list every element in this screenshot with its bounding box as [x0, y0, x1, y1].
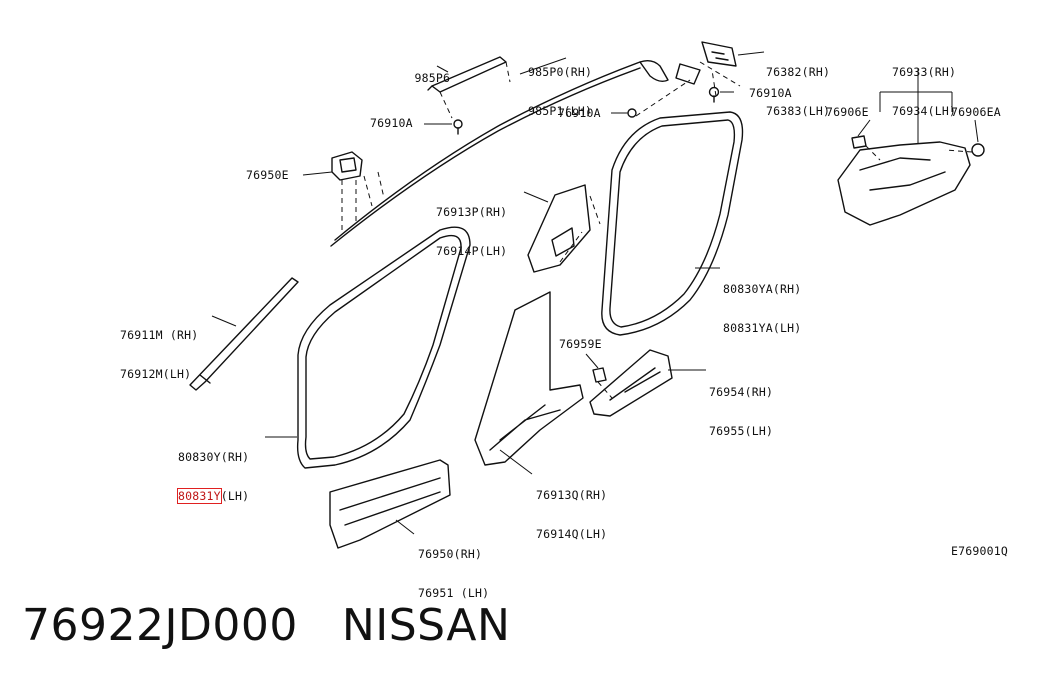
- label-76934: 76934(LH): [892, 104, 957, 118]
- label-76382-76383: 76382(RH) 76383(LH): [766, 40, 830, 144]
- clip-76959E: [592, 367, 607, 383]
- front-kick-plate: [329, 459, 451, 549]
- label-76950: 76950(RH): [418, 547, 483, 561]
- label-76382: 76382(RH): [766, 65, 831, 79]
- label-76954: 76954(RH): [709, 385, 774, 399]
- label-76910A-mid: 76910A: [558, 106, 601, 120]
- label-76910A-right: 76910A: [749, 86, 792, 100]
- label-76912M: 76912M(LH): [120, 367, 192, 381]
- part-title: 76922JD000 NISSAN: [22, 600, 510, 651]
- label-76913P: 76913P(RH): [436, 205, 508, 219]
- front-door-seal: [296, 226, 471, 469]
- part-number: 76922JD000: [22, 600, 298, 651]
- rear-kick-plate: [589, 349, 673, 417]
- label-76914P: 76914P(LH): [436, 244, 508, 258]
- rear-door-seal: [601, 111, 744, 336]
- label-76959E: 76959E: [559, 337, 602, 351]
- label-80830Y-80831Y: 80830Y(RH) 80831Y(LH): [177, 425, 250, 529]
- label-76950-76951: 76950(RH) 76951 (LH): [418, 522, 489, 626]
- label-985P0-985P1: 985P0(RH) 985P1(LH): [528, 40, 592, 144]
- label-80830Y: 80830Y(RH): [178, 450, 250, 464]
- label-80830YA-80831YA: 80830YA(RH) 80831YA(LH): [723, 257, 801, 361]
- label-76955: 76955(LH): [709, 424, 774, 438]
- label-76383: 76383(LH): [766, 104, 831, 118]
- label-76933-76934: 76933(RH) 76934(LH): [892, 40, 956, 144]
- label-76911M: 76911M (RH): [120, 328, 199, 342]
- label-985P0: 985P0(RH): [528, 65, 593, 79]
- bracket-76382: [675, 41, 737, 85]
- clip-76910A-left: [453, 119, 463, 135]
- label-76911M-76912M: 76911M (RH) 76912M(LH): [120, 303, 198, 407]
- label-76951: 76951 (LH): [418, 586, 490, 600]
- label-80831Y-side: (LH): [220, 489, 250, 503]
- highlighted-part-code: 80831Y: [177, 488, 222, 504]
- label-76910A-left: 76910A: [370, 116, 413, 130]
- label-76906E: 76906E: [826, 105, 869, 119]
- b-pillar-lower-trim: [474, 291, 584, 466]
- b-pillar-upper-trim: [527, 184, 591, 273]
- label-76913Q: 76913Q(RH): [536, 488, 608, 502]
- diagram-code: E769001Q: [951, 544, 1008, 558]
- clip-76910A-right: [708, 86, 720, 103]
- luggage-side-trim: [837, 135, 985, 226]
- label-76913P-76914P: 76913P(RH) 76914P(LH): [436, 180, 507, 284]
- a-pillar-trim: [189, 277, 299, 391]
- bracket-76950E: [331, 151, 363, 181]
- label-76906EA: 76906EA: [951, 105, 1001, 119]
- label-985P6: 985P6: [414, 71, 451, 85]
- label-76913Q-76914Q: 76913Q(RH) 76914Q(LH): [536, 463, 607, 567]
- label-76933: 76933(RH): [892, 65, 957, 79]
- label-76954-76955: 76954(RH) 76955(LH): [709, 360, 773, 464]
- clip-76910A-mid: [627, 108, 637, 118]
- label-76950E: 76950E: [246, 168, 289, 182]
- label-80830YA: 80830YA(RH): [723, 282, 802, 296]
- roof-rail-trim: [330, 59, 669, 247]
- brand-name: NISSAN: [341, 600, 511, 651]
- label-80831YA: 80831YA(LH): [723, 321, 802, 335]
- label-76914Q: 76914Q(LH): [536, 527, 608, 541]
- label-80831Y: 80831Y(LH): [177, 488, 250, 504]
- label-985P1: 985P1(LH): [528, 104, 593, 118]
